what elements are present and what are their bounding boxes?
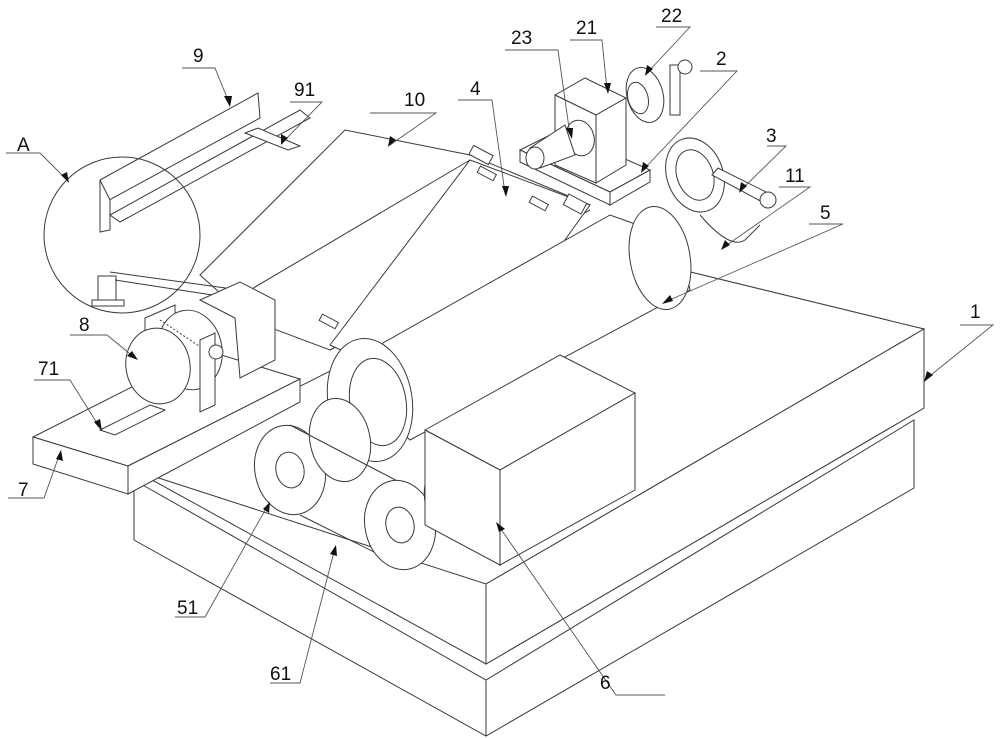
- label-61: 61: [270, 664, 291, 685]
- label-6: 6: [600, 673, 611, 694]
- label-10: 10: [404, 90, 425, 111]
- label-9: 9: [193, 46, 204, 67]
- label-2: 2: [716, 49, 727, 70]
- label-5: 5: [820, 203, 831, 224]
- label-3: 3: [766, 126, 777, 147]
- label-21: 21: [576, 18, 597, 39]
- label-8: 8: [79, 315, 90, 336]
- hand-wheel: [620, 60, 692, 127]
- label-A: A: [17, 135, 30, 156]
- label-1: 1: [970, 302, 981, 323]
- label-11: 11: [785, 166, 805, 187]
- label-22: 22: [661, 6, 682, 27]
- label-71: 71: [38, 359, 59, 380]
- label-7: 7: [18, 480, 29, 501]
- label-91: 91: [294, 80, 315, 101]
- label-4: 4: [470, 79, 481, 100]
- label-51: 51: [177, 598, 198, 619]
- label-23: 23: [511, 28, 532, 49]
